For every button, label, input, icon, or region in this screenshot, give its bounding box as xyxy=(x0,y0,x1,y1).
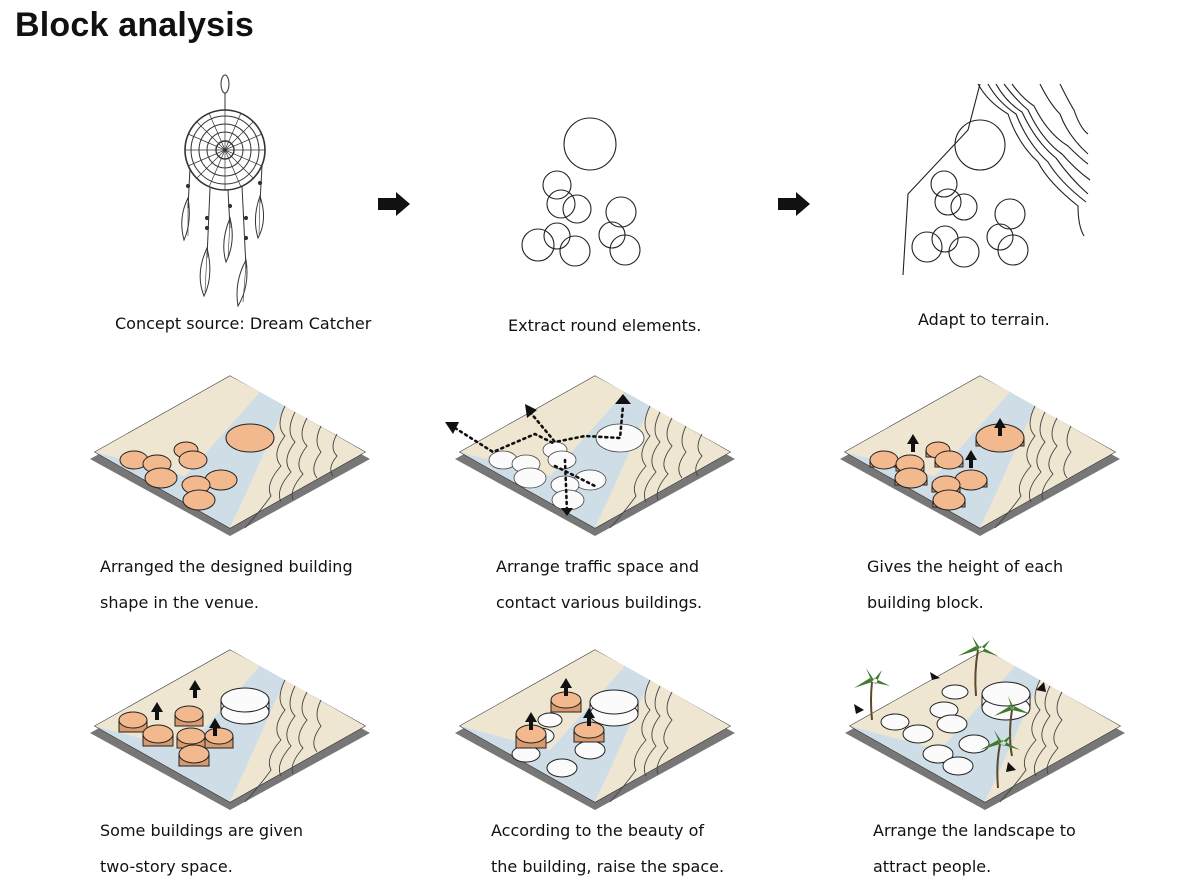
round-elements-diagram xyxy=(521,117,641,267)
caption-concept: Concept source: Dream Catcher xyxy=(115,314,372,333)
terrain-diagram xyxy=(902,83,1091,276)
site-board-height xyxy=(840,375,1120,536)
palm-tree-icon xyxy=(870,649,1013,789)
right-arrow-icon xyxy=(778,192,810,216)
caption-terrain: Adapt to terrain. xyxy=(918,310,1050,329)
up-arrow-icon xyxy=(907,418,1006,468)
page-title: Block analysis xyxy=(15,6,255,44)
site-board-landscape xyxy=(845,636,1125,810)
site-board-two-story xyxy=(90,649,370,810)
site-board-traffic xyxy=(445,375,735,536)
caption-extract: Extract round elements. xyxy=(508,316,702,335)
right-arrow-icon xyxy=(378,192,410,216)
site-board-beauty xyxy=(455,649,735,810)
site-board-arranged xyxy=(90,375,370,536)
dream-catcher-icon xyxy=(181,74,266,308)
